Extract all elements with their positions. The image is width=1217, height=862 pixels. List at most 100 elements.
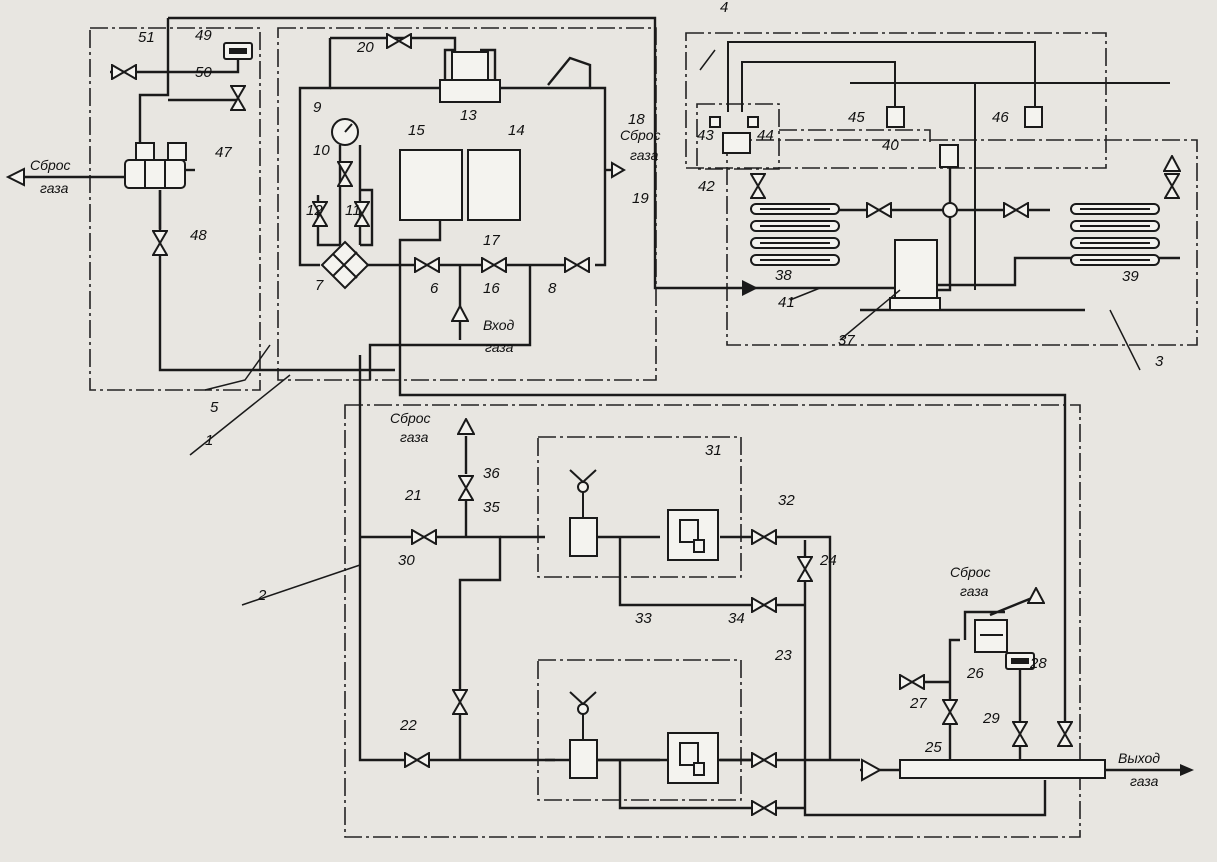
label-gas-dump-2a: Сброс xyxy=(620,127,661,143)
pipe-lower xyxy=(618,760,805,810)
heater-37 xyxy=(894,239,938,301)
num-30: 30 xyxy=(398,552,415,569)
valve-20[interactable] xyxy=(386,33,412,49)
coil-39-4 xyxy=(1069,254,1161,266)
signal xyxy=(779,129,931,145)
num-22: 22 xyxy=(399,717,417,734)
pipe xyxy=(398,215,442,265)
valve-27-branch[interactable] xyxy=(899,674,925,690)
dump-arrow xyxy=(5,167,25,187)
valve-22[interactable] xyxy=(404,752,430,768)
unit-43 xyxy=(709,116,721,128)
valve-50[interactable] xyxy=(230,85,246,111)
flow-arrow xyxy=(742,280,758,296)
filter-31-inner-2 xyxy=(693,539,705,553)
inlet-arrow xyxy=(451,305,469,322)
valve-outlet[interactable] xyxy=(1057,721,1073,747)
block-boundaries xyxy=(89,27,1198,838)
num-25: 25 xyxy=(924,739,942,756)
valve-51[interactable] xyxy=(111,64,137,80)
pipe xyxy=(110,60,240,74)
num-45: 45 xyxy=(848,109,865,126)
valve-block3-left[interactable] xyxy=(866,202,892,218)
tee-cross xyxy=(942,202,958,218)
num-37: 37 xyxy=(838,332,855,349)
regulator-31 xyxy=(569,517,598,557)
num-5: 5 xyxy=(210,399,219,416)
block-2 xyxy=(358,355,1194,817)
num-32: 32 xyxy=(778,492,795,509)
meter-13-body xyxy=(451,51,489,81)
valve-8[interactable] xyxy=(564,257,590,273)
coil-38-3 xyxy=(750,237,840,249)
pipe-to-block-3 xyxy=(168,16,745,290)
label-gas-dump-3a: Сброс xyxy=(390,410,431,426)
num-31: 31 xyxy=(705,442,722,459)
label-gas-dump-4b: газа xyxy=(960,583,989,599)
valve-18-19[interactable] xyxy=(611,161,626,179)
num-6: 6 xyxy=(430,280,439,297)
pipe-21 xyxy=(360,535,502,760)
valve-32[interactable] xyxy=(751,529,777,545)
valve-vent-38[interactable] xyxy=(750,173,766,199)
pipe xyxy=(590,86,607,267)
valve-30[interactable] xyxy=(411,529,437,545)
heater-37-base xyxy=(889,297,941,311)
reducer xyxy=(861,758,883,782)
block-4-boundary xyxy=(685,32,1107,169)
unit-42 xyxy=(722,132,751,154)
num-34: 34 xyxy=(728,610,745,627)
valve-6[interactable] xyxy=(414,257,440,273)
valve-bypass[interactable] xyxy=(452,689,468,715)
num-46: 46 xyxy=(992,109,1009,126)
valve-36[interactable] xyxy=(458,475,474,501)
pipe-to-outlet xyxy=(398,380,1067,740)
regulator-line-31-boundary xyxy=(537,436,742,578)
num-16: 16 xyxy=(483,280,500,297)
num-2: 2 xyxy=(257,587,267,604)
label-gas-inlet-b: газа xyxy=(485,339,514,355)
valve-lower-bypass[interactable] xyxy=(751,800,777,816)
num-3: 3 xyxy=(1155,353,1164,370)
valve-27[interactable] xyxy=(942,699,958,725)
valve-48[interactable] xyxy=(152,230,168,256)
pipe xyxy=(500,56,592,90)
filter-lower-inner xyxy=(679,742,699,766)
valve-block3-right[interactable] xyxy=(1003,202,1029,218)
num-26: 26 xyxy=(966,665,984,682)
valve-vent-39[interactable] xyxy=(1164,173,1180,199)
label-gas-dump-3b: газа xyxy=(400,429,429,445)
unit-45 xyxy=(886,106,905,128)
num-38: 38 xyxy=(775,267,792,284)
num-43: 43 xyxy=(697,127,714,144)
valve-16[interactable] xyxy=(481,257,507,273)
valve-34[interactable] xyxy=(751,597,777,613)
coil-39-2 xyxy=(1069,220,1161,232)
regulator-lower xyxy=(569,739,598,779)
num-27: 27 xyxy=(909,695,927,712)
num-8: 8 xyxy=(548,280,557,297)
valve-lower-out[interactable] xyxy=(751,752,777,768)
regulator-47 xyxy=(124,142,187,189)
block-1 xyxy=(298,33,626,380)
outlet-header xyxy=(899,759,1106,779)
num-9: 9 xyxy=(313,99,322,116)
num-36: 36 xyxy=(483,465,500,482)
unit-15 xyxy=(399,149,463,221)
line xyxy=(727,41,1036,112)
label-gas-dump-1a: Сброс xyxy=(30,157,71,173)
valve-24[interactable] xyxy=(797,556,813,582)
coil-39-3 xyxy=(1069,237,1161,249)
num-18: 18 xyxy=(628,111,645,128)
num-1: 1 xyxy=(205,432,213,449)
block-3-boundary xyxy=(726,139,1198,346)
valve-29[interactable] xyxy=(1012,721,1028,747)
num-19: 19 xyxy=(632,190,649,207)
num-29: 29 xyxy=(982,710,1000,727)
num-23: 23 xyxy=(774,647,792,664)
label-gas-inlet-a: Вход xyxy=(483,317,515,333)
outlet-arrow xyxy=(1180,764,1194,776)
vent-36 xyxy=(457,418,475,435)
num-50: 50 xyxy=(195,64,212,81)
